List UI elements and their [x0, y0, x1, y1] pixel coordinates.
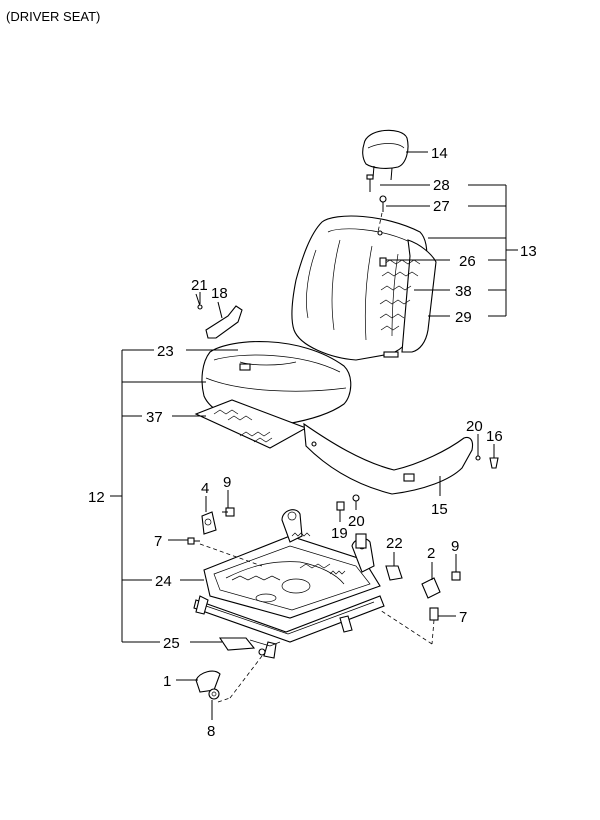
small-fastener-part-20-upper: [475, 444, 481, 461]
callout-8: 8: [207, 723, 215, 740]
bolt-part-7-right: [429, 607, 439, 621]
callout-20-upper: 20: [466, 418, 483, 435]
callout-24: 24: [155, 573, 172, 590]
screw-part-20-lower: [352, 494, 360, 502]
cover-part-1: [195, 670, 221, 693]
callout-21: 21: [191, 277, 208, 294]
callout-29: 29: [455, 309, 472, 326]
callout-labels: 14 28 27 13 26 38 29 21 18 23 37 20 16 1…: [88, 145, 537, 740]
clip-part-19: [336, 501, 345, 511]
side-shield-part-15: [303, 422, 474, 495]
seat-back-part-13: [291, 174, 437, 361]
clip-part-16: [489, 457, 499, 469]
callout-18: 18: [211, 285, 228, 302]
adjuster-cover-part-18: [195, 293, 243, 339]
assembly-dashed-lines: [199, 212, 435, 703]
callout-7-left: 7: [154, 533, 162, 550]
callout-9-right: 9: [451, 538, 459, 555]
bolt-part-9-right: [451, 571, 461, 581]
bracket-part-4: [201, 511, 217, 535]
adjust-unit-part-25: [218, 637, 281, 656]
callout-2: 2: [427, 545, 435, 562]
bracket-part-2: [421, 577, 441, 599]
callout-14: 14: [431, 145, 448, 162]
bolt-part-9-left: [222, 507, 235, 517]
callout-22: 22: [386, 535, 403, 552]
callout-16: 16: [486, 428, 503, 445]
bolt-part-7-left: [187, 537, 200, 545]
headrest-part-14: [362, 129, 409, 181]
knob-part-22: [385, 565, 403, 581]
nut-part-8: [208, 688, 220, 700]
callout-15: 15: [431, 501, 448, 518]
seat-track-frame-part-24: [193, 509, 385, 659]
callout-28: 28: [433, 177, 450, 194]
callout-7-right: 7: [459, 609, 467, 626]
callout-13: 13: [520, 243, 537, 260]
callout-12: 12: [88, 489, 105, 506]
callout-20-lower: 20: [348, 513, 365, 530]
leader-lines: [110, 151, 518, 720]
callout-1: 1: [163, 673, 171, 690]
callout-26: 26: [459, 253, 476, 270]
callout-37: 37: [146, 409, 163, 426]
callout-19: 19: [331, 525, 348, 542]
callout-38: 38: [455, 283, 472, 300]
callout-27: 27: [433, 198, 450, 215]
callout-23: 23: [157, 343, 174, 360]
callout-4: 4: [201, 480, 209, 497]
diagram-caption: (DRIVER SEAT): [6, 9, 100, 24]
callout-25: 25: [163, 635, 180, 652]
callout-9-left: 9: [223, 474, 231, 491]
